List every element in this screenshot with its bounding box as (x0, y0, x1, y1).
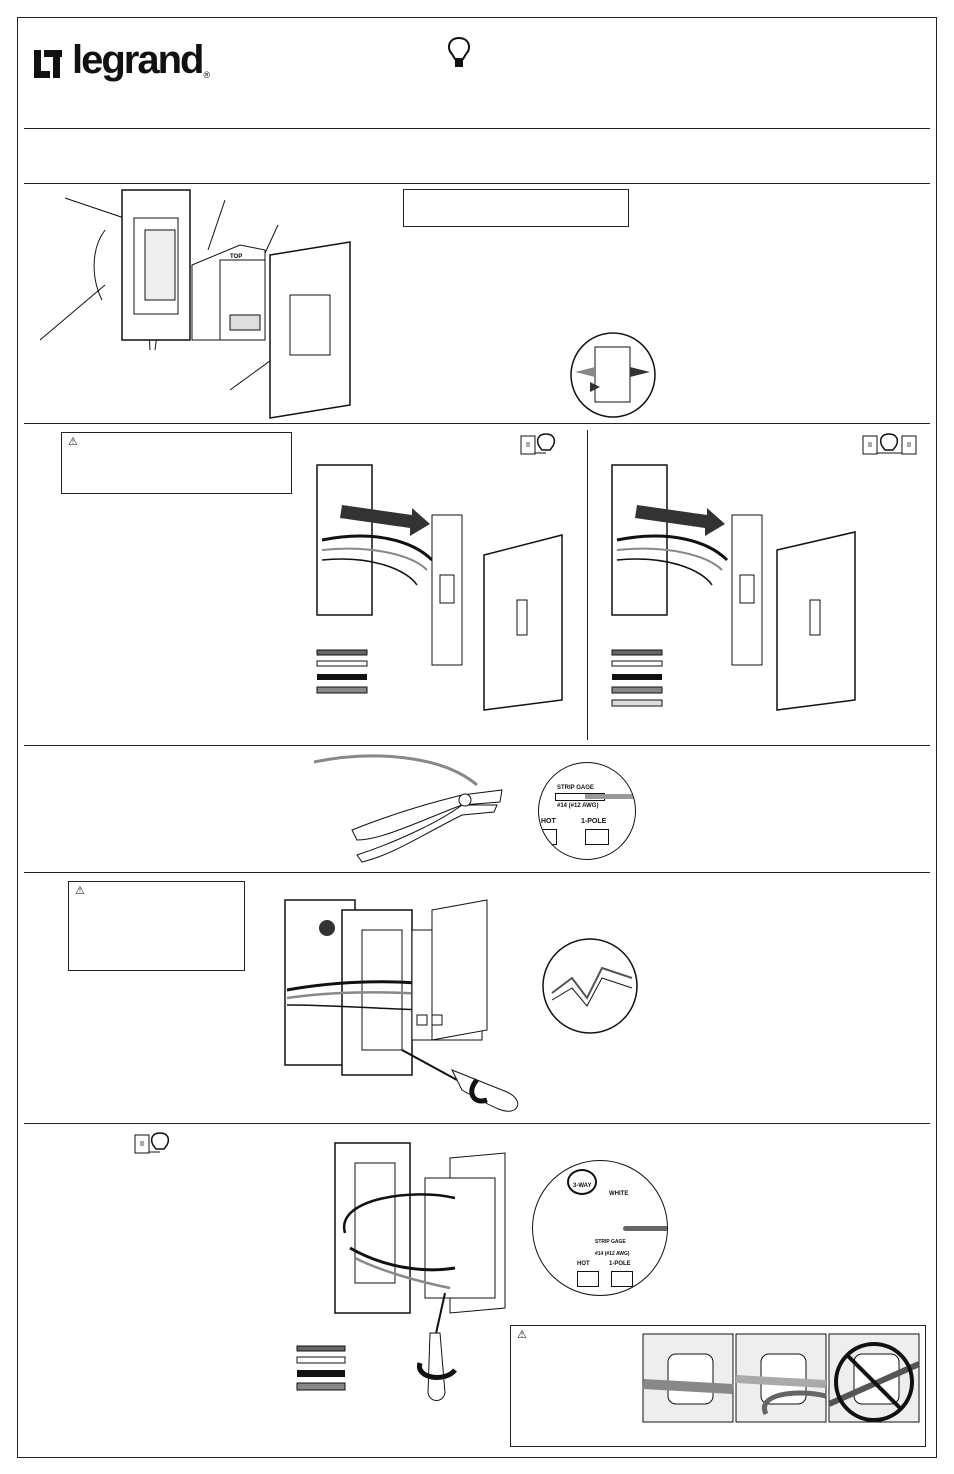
one-pole-label: 1-POLE (609, 1261, 631, 1267)
warning-box: ⚠ (68, 881, 245, 971)
one-pole-label: 1-POLE (581, 818, 607, 825)
single-pole-wiring-illustration (296, 1142, 506, 1401)
lightbulb-icon (447, 36, 471, 67)
terminal (585, 829, 609, 845)
warning-icon: ⚠ (517, 1329, 527, 1341)
wiring-install-illustration (284, 899, 519, 1112)
three-way-label: 3-WAY (573, 1183, 592, 1189)
single-pole-icon (134, 1132, 170, 1154)
single-pole-icon (520, 433, 556, 455)
registered-mark: ® (203, 70, 211, 80)
white-label: WHITE (609, 1191, 629, 1197)
divider (24, 128, 930, 129)
divider (24, 745, 930, 746)
brand-name: legrand (72, 38, 204, 82)
strip-gage-detail: STRIP GAGE #14 (#12 AWG) HOT 1-POLE (538, 762, 636, 860)
incorrect-wire-insertion-image (827, 1333, 921, 1423)
remove-old-three-way-switch-illustration (611, 464, 856, 711)
three-way-icon (862, 433, 917, 455)
divider (24, 423, 930, 424)
hot-label: HOT (541, 818, 556, 825)
warning-icon: ⚠ (75, 885, 85, 897)
remove-old-switch-illustration (316, 464, 563, 711)
hot-label: HOT (577, 1261, 590, 1267)
strip-gage-label: STRIP GAGE (557, 785, 594, 791)
note-box (403, 189, 629, 227)
legrand-logo: legrand ® (34, 40, 210, 80)
terminal (539, 829, 557, 845)
wire (623, 1226, 667, 1231)
legrand-logo-mark (34, 48, 64, 80)
terminal (611, 1271, 633, 1287)
warning-box: ⚠ (61, 432, 292, 494)
warning-icon: ⚠ (68, 436, 78, 448)
wire (585, 794, 635, 799)
correct-wire-insertion-image (735, 1333, 827, 1423)
top-label: TOP (230, 254, 242, 260)
divider (24, 183, 930, 184)
wire-gauge-label: #14 (#12 AWG) (557, 803, 599, 809)
divider (24, 872, 930, 873)
terminal-detail: 3-WAY WHITE STRIP GAGE #14 (#12 AWG) HOT… (532, 1160, 668, 1296)
warning-box: ⚠ (510, 1325, 926, 1447)
box-detail-circle (570, 332, 656, 418)
correct-wire-insertion-image (642, 1333, 734, 1423)
page-border (17, 17, 937, 1458)
no-symbol-icon (567, 1169, 597, 1195)
wire-stripper-illustration (313, 754, 503, 863)
exploded-device-illustration: TOP (39, 189, 351, 419)
strip-gage-label: STRIP GAGE (595, 1239, 626, 1245)
divider (24, 1123, 930, 1124)
wire-nut-detail (542, 938, 638, 1034)
wire-gauge-label: #14 (#12 AWG) (595, 1251, 630, 1257)
terminal (577, 1271, 599, 1287)
column-divider (587, 430, 588, 740)
